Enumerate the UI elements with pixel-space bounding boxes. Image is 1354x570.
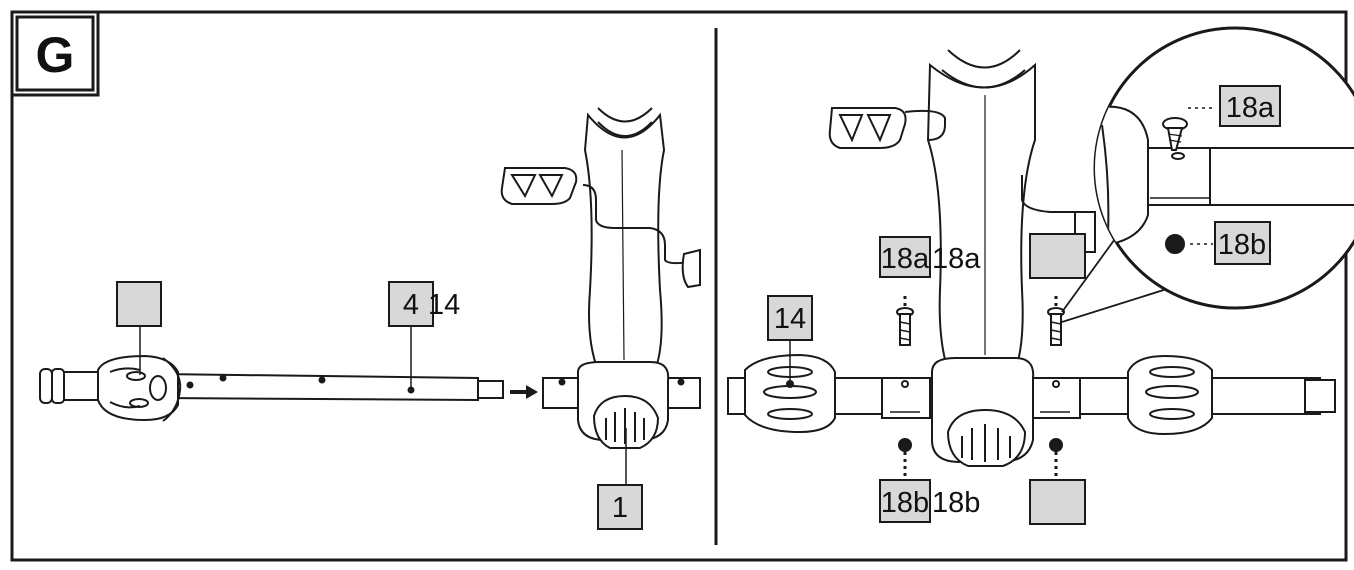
label-right-18a-text: 18a bbox=[932, 243, 981, 275]
detail-nut bbox=[1165, 234, 1185, 254]
svg-text:18b: 18b bbox=[1218, 229, 1266, 261]
label-right-18b-text: 18b bbox=[932, 487, 980, 519]
step-letter: G bbox=[36, 27, 75, 83]
bolt-left bbox=[896, 307, 914, 346]
svg-text:18a: 18a bbox=[881, 243, 930, 275]
label-right-14: 14 bbox=[767, 295, 813, 341]
left-panel bbox=[39, 107, 701, 485]
label-right-box-upper bbox=[1029, 233, 1086, 279]
label-right-18a: 18a 18a bbox=[879, 236, 981, 278]
left-bike-frame bbox=[500, 107, 701, 449]
svg-text:18b: 18b bbox=[881, 487, 929, 519]
nut-left bbox=[898, 438, 912, 452]
step-badge bbox=[10, 10, 100, 97]
svg-text:14: 14 bbox=[774, 303, 806, 335]
nut-right bbox=[1049, 438, 1063, 452]
svg-text:4: 4 bbox=[403, 289, 419, 321]
right-bike-frame bbox=[828, 49, 1096, 467]
left-grip bbox=[97, 354, 182, 422]
label-left-1: 1 bbox=[597, 484, 643, 530]
label-left-4: 4 14 bbox=[388, 281, 460, 327]
svg-text:1: 1 bbox=[612, 492, 628, 524]
label-left-14 bbox=[116, 281, 162, 327]
label-right-18b: 18b 18b bbox=[879, 479, 980, 523]
right-grip-right bbox=[1127, 354, 1213, 436]
detail-zoom bbox=[1093, 26, 1354, 310]
svg-text:18a: 18a bbox=[1226, 92, 1275, 124]
label-detail-18a: 18a bbox=[1219, 85, 1281, 127]
label-detail-18b: 18b bbox=[1214, 221, 1271, 265]
label-right-box-lower bbox=[1029, 479, 1086, 525]
bolt-right bbox=[1047, 307, 1065, 346]
label-left-14-text: 14 bbox=[428, 289, 460, 321]
right-panel bbox=[727, 49, 1336, 478]
